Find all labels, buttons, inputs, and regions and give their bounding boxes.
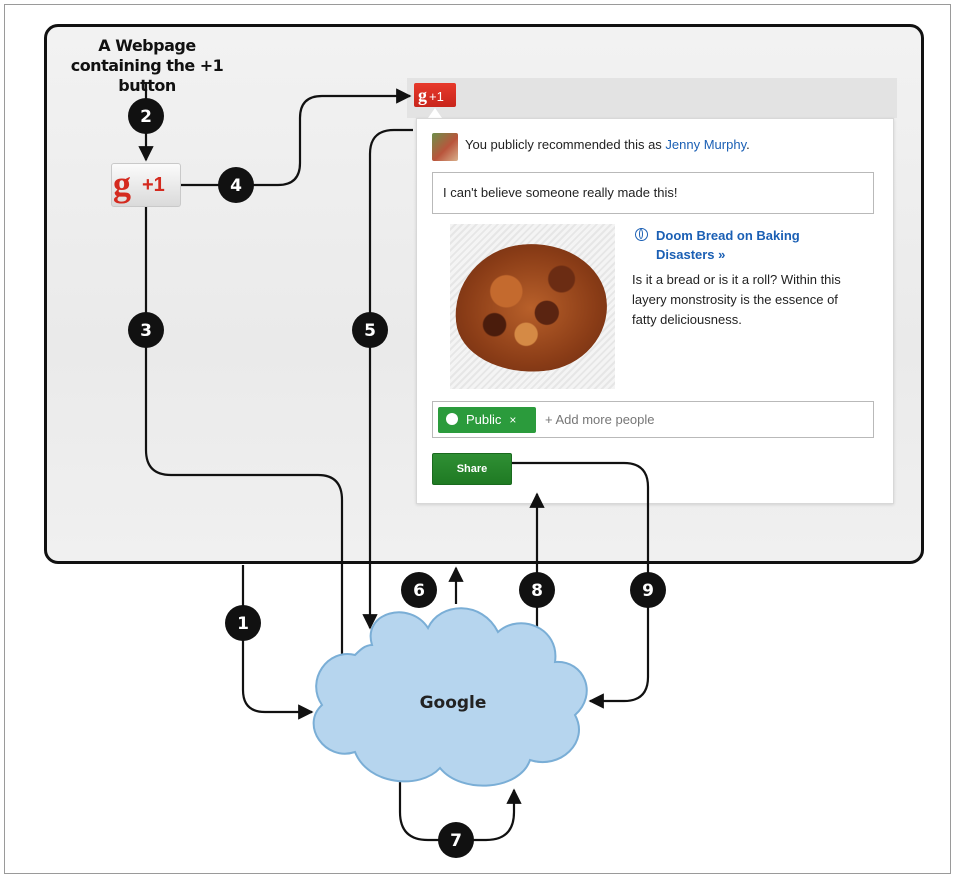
figure-frame (4, 4, 951, 874)
step-badge-8: 8 (519, 572, 555, 608)
plus-one-label: +1 (429, 89, 444, 104)
google-g-icon: g (418, 85, 427, 105)
arrow-step-1 (241, 565, 314, 720)
recommend-text: You publicly recommended this as Jenny M… (465, 137, 750, 152)
cloud-label: Google (420, 693, 487, 713)
step-badge-4: 4 (218, 167, 254, 203)
step-badge-5: 5 (352, 312, 388, 348)
step-number-1: 1 (237, 614, 249, 634)
plus-one-label: +1 (142, 174, 165, 196)
chip-close-icon[interactable]: × (509, 413, 517, 427)
step-number-4: 4 (230, 176, 242, 196)
small-plus-one-button[interactable]: g+1 (414, 83, 456, 107)
step-number-7: 7 (450, 831, 462, 851)
step-badge-7: 7 (438, 822, 474, 858)
step-number-6: 6 (413, 581, 425, 601)
step-badge-3: 3 (128, 312, 164, 348)
step-number-9: 9 (642, 581, 654, 601)
link-title[interactable]: Doom Bread on Baking Disasters » (656, 228, 800, 262)
link-description: Is it a bread or is it a roll? Within th… (632, 272, 841, 327)
globe-icon (635, 228, 648, 241)
people-input[interactable] (432, 401, 874, 438)
google-cloud: Google (312, 607, 588, 787)
step-badge-6: 6 (401, 572, 437, 608)
recommend-prefix: You publicly recommended this as (465, 137, 666, 152)
webpage-caption: A Webpage containing the +1 button (70, 36, 224, 95)
public-globe-icon (446, 413, 458, 425)
arrow-step-4 (181, 88, 412, 187)
public-chip[interactable]: Public × (438, 407, 536, 433)
share-button[interactable]: Share (432, 453, 512, 485)
arrow-step-5 (362, 128, 413, 630)
user-name-link[interactable]: Jenny Murphy (665, 137, 747, 152)
comment-input[interactable]: I can't believe someone really made this… (432, 172, 874, 214)
step-number-2: 2 (140, 107, 152, 127)
google-g-icon: g (113, 164, 131, 204)
public-chip-label: Public (466, 412, 502, 427)
plus-one-button[interactable]: g +1 (111, 163, 181, 207)
step-number-5: 5 (364, 321, 376, 341)
step-badge-2: 2 (128, 98, 164, 134)
add-more-people-placeholder[interactable]: + Add more people (545, 412, 655, 427)
popup-header-bar (407, 78, 897, 118)
step-badge-1: 1 (225, 605, 261, 641)
step-badge-9: 9 (630, 572, 666, 608)
step-badges: 2 4 3 5 1 6 8 9 7 (128, 98, 666, 858)
avatar (432, 133, 458, 161)
step-number-8: 8 (531, 581, 543, 601)
step-number-3: 3 (140, 321, 152, 341)
recommend-suffix: . (746, 137, 750, 152)
arrow-step-3 (144, 207, 350, 672)
popup-notch (428, 108, 442, 118)
